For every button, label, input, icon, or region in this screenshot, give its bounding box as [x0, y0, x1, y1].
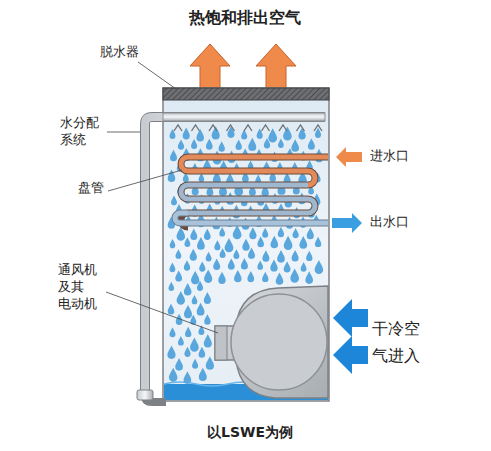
- part-label: 出水口: [370, 214, 409, 231]
- exhaust-label: 热饱和排出空气: [150, 8, 340, 29]
- part-label: 进水口: [370, 148, 409, 165]
- part-label: 盘管: [78, 180, 104, 197]
- part-label: 通风机 及其 电动机: [58, 262, 98, 313]
- part-label: 干冷空 气进入: [372, 315, 422, 369]
- eliminator: [163, 88, 329, 100]
- part-label: 水分配 系统: [60, 115, 100, 149]
- caption: 以LSWE为例: [170, 423, 330, 441]
- part-label: 脱水器: [100, 44, 139, 61]
